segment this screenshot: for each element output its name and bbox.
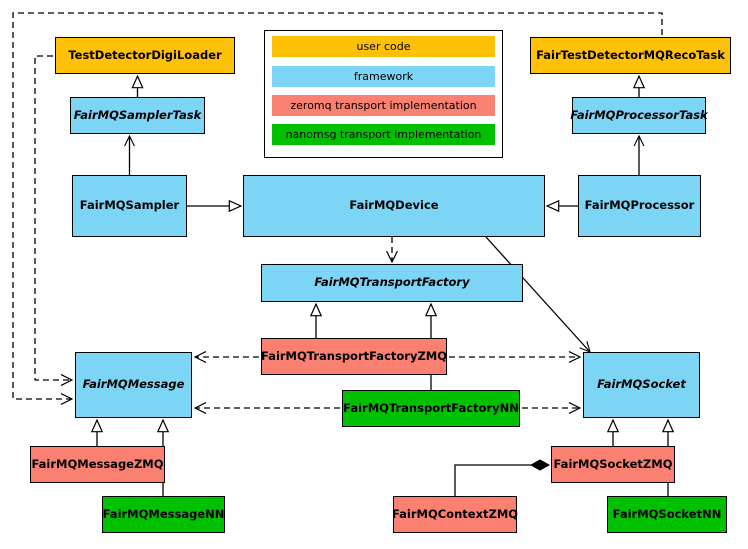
legend-item-zeromq: zeromq transport implementation bbox=[272, 95, 495, 116]
class-label-fairmqtransportfactoryzmq: FairMQTransportFactoryZMQ bbox=[261, 348, 448, 363]
class-label-fairmqdevice: FairMQDevice bbox=[349, 198, 439, 213]
legend-item-framework: framework bbox=[272, 66, 495, 87]
edge-digiloader-message bbox=[34, 55, 72, 380]
class-box-fairmqprocessor[interactable]: FairMQProcessor bbox=[578, 175, 701, 237]
class-box-fairmqsocket[interactable]: FairMQSocket bbox=[583, 352, 700, 418]
class-box-fairmqdevice[interactable]: FairMQDevice bbox=[243, 175, 545, 237]
class-label-fairmqtransportfactorynn: FairMQTransportFactoryNN bbox=[343, 400, 519, 415]
class-label-fairmqsocketnn: FairMQSocketNN bbox=[612, 506, 722, 521]
class-box-fairmqtransportfactorynn[interactable]: FairMQTransportFactoryNN bbox=[342, 390, 520, 427]
legend-label-user-code: user code bbox=[356, 40, 411, 53]
edge-contextzmq-socketzmq bbox=[454, 465, 549, 496]
class-box-fairmqsamplertask[interactable]: FairMQSamplerTask bbox=[70, 97, 205, 134]
class-label-testdetectordigiloader: TestDetectorDigiLoader bbox=[68, 47, 222, 62]
class-label-fairmqprocessortask: FairMQProcessorTask bbox=[570, 107, 708, 122]
class-box-fairtestdetectormqrecotask[interactable]: FairTestDetectorMQRecoTask bbox=[530, 37, 731, 74]
class-box-fairmqmessagezmq[interactable]: FairMQMessageZMQ bbox=[30, 446, 165, 483]
class-box-fairmqsocketnn[interactable]: FairMQSocketNN bbox=[607, 496, 727, 533]
class-box-fairmqcontextzmq[interactable]: FairMQContextZMQ bbox=[391, 496, 519, 533]
class-label-fairmqmessagezmq: FairMQMessageZMQ bbox=[31, 456, 164, 471]
class-box-testdetectordigiloader[interactable]: TestDetectorDigiLoader bbox=[55, 37, 235, 74]
class-box-fairmqmessagenn[interactable]: FairMQMessageNN bbox=[102, 496, 225, 533]
class-box-fairmqtransportfactoryzmq[interactable]: FairMQTransportFactoryZMQ bbox=[261, 338, 447, 375]
class-box-fairmqtransportfactory[interactable]: FairMQTransportFactory bbox=[261, 264, 523, 302]
class-label-fairmqprocessor: FairMQProcessor bbox=[584, 198, 695, 213]
class-box-fairmqprocessortask[interactable]: FairMQProcessorTask bbox=[570, 97, 708, 134]
class-box-fairmqsampler[interactable]: FairMQSampler bbox=[72, 175, 187, 237]
legend-item-user-code: user code bbox=[272, 36, 495, 57]
class-box-fairmqsocketzmq[interactable]: FairMQSocketZMQ bbox=[551, 446, 675, 483]
legend-item-nanomsg: nanomsg transport implementation bbox=[272, 124, 495, 145]
legend-label-nanomsg: nanomsg transport implementation bbox=[285, 128, 482, 141]
class-label-fairmqcontextzmq: FairMQContextZMQ bbox=[391, 506, 519, 521]
legend-label-zeromq: zeromq transport implementation bbox=[290, 99, 477, 112]
class-label-fairmqsampler: FairMQSampler bbox=[79, 198, 180, 213]
legend-label-framework: framework bbox=[353, 70, 414, 83]
class-label-fairmqmessage: FairMQMessage bbox=[82, 377, 185, 392]
class-label-fairtestdetectormqrecotask: FairTestDetectorMQRecoTask bbox=[536, 47, 725, 62]
class-label-fairmqsocket: FairMQSocket bbox=[597, 377, 686, 392]
class-label-fairmqtransportfactory: FairMQTransportFactory bbox=[314, 275, 470, 290]
class-label-fairmqsocketzmq: FairMQSocketZMQ bbox=[553, 456, 673, 471]
class-box-fairmqmessage[interactable]: FairMQMessage bbox=[75, 352, 192, 418]
class-label-fairmqmessagenn: FairMQMessageNN bbox=[102, 506, 225, 521]
class-label-fairmqsamplertask: FairMQSamplerTask bbox=[73, 107, 202, 122]
